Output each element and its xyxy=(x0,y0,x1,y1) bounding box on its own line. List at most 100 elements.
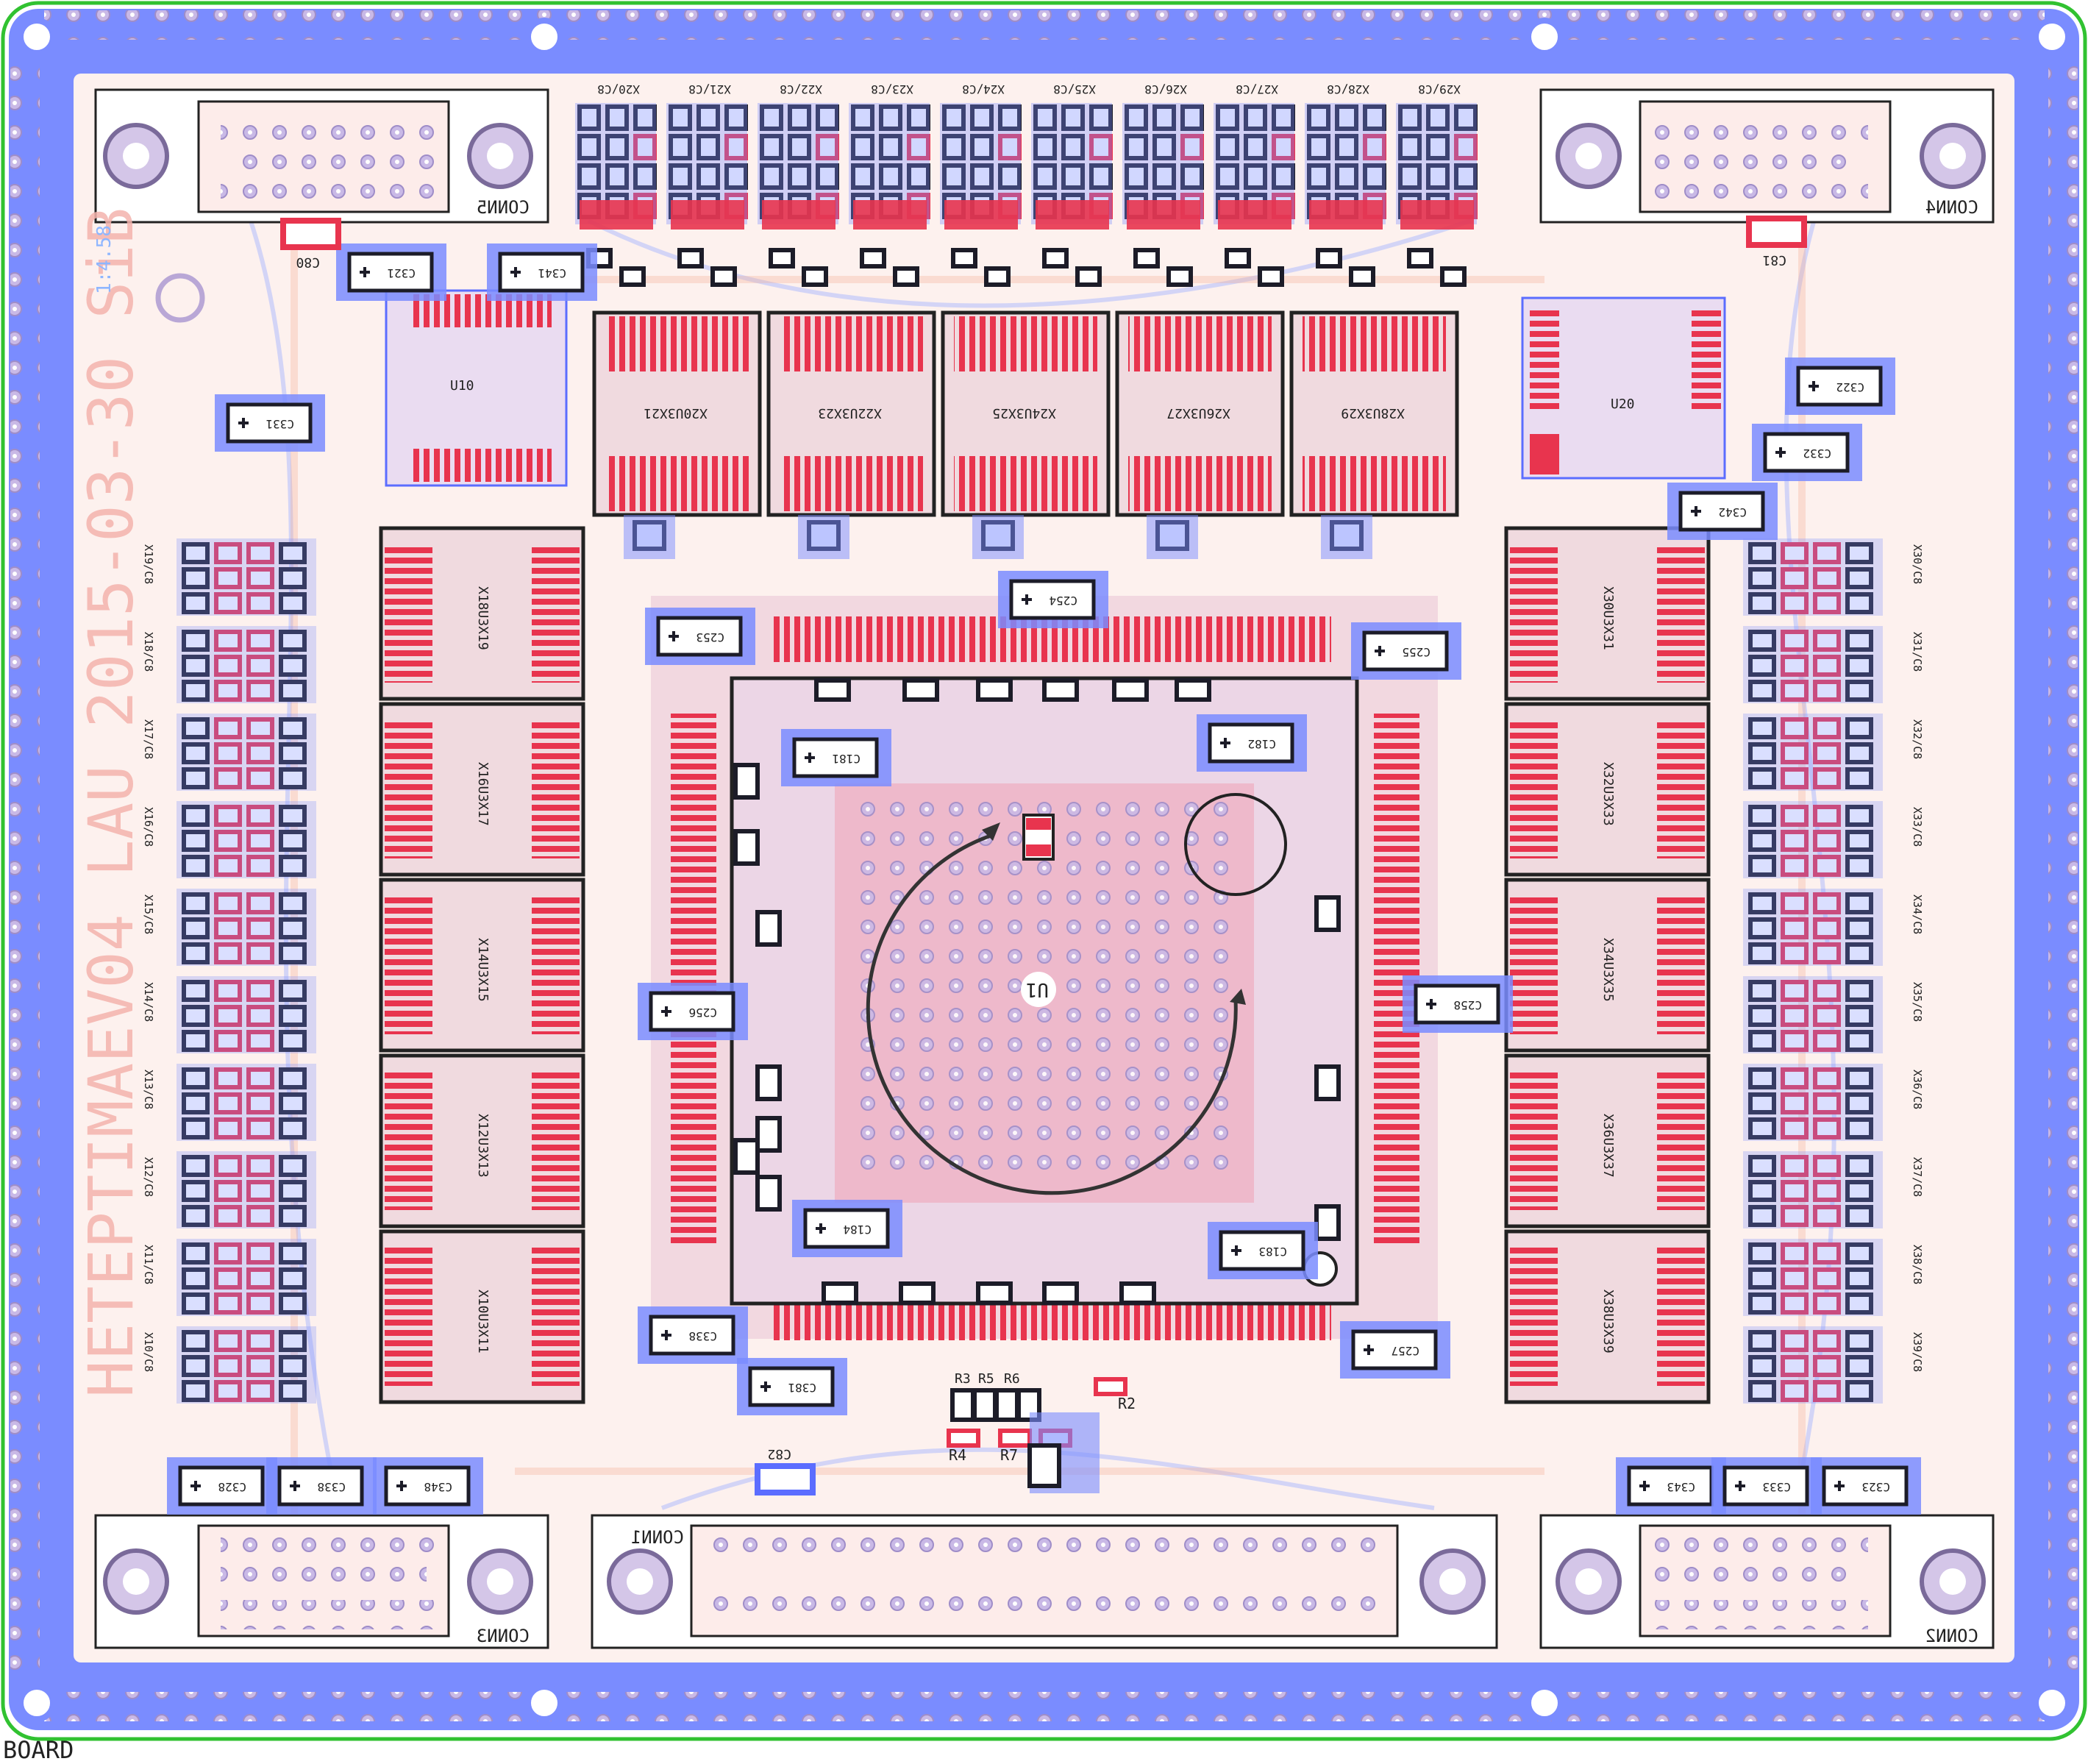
side-passive xyxy=(279,717,307,739)
bulk-cap-c338b xyxy=(277,1465,364,1507)
top-mux-pads-top xyxy=(780,316,923,371)
silk-scale: 1:4.58 xyxy=(93,225,115,294)
side-channel-label: X12/C8 xyxy=(142,1157,155,1197)
side-passive xyxy=(279,855,307,877)
c80-pad xyxy=(280,218,341,250)
side-passive xyxy=(1781,1092,1809,1114)
u10-label: U10 xyxy=(450,378,474,394)
side-passive xyxy=(1845,1067,1873,1089)
bulk-cap-c342-label: C342 xyxy=(1718,505,1747,519)
side-passive xyxy=(214,1067,242,1089)
center-passive-h xyxy=(976,1281,1013,1305)
side-passive xyxy=(1781,1030,1809,1052)
side-passive xyxy=(279,942,307,964)
side-passive xyxy=(1748,1267,1776,1290)
top-passive xyxy=(1152,163,1176,190)
top-passive xyxy=(1061,134,1085,160)
bulk-cap-c254-plus-v xyxy=(1025,594,1028,605)
side-passive xyxy=(1845,1292,1873,1315)
conn1 xyxy=(591,1514,1498,1649)
top-passive xyxy=(1152,104,1176,131)
center-passive xyxy=(755,1116,782,1153)
side-passive xyxy=(246,917,274,939)
side-passive xyxy=(1845,917,1873,939)
top-passive xyxy=(633,163,657,190)
side-passive xyxy=(1748,1330,1776,1352)
top-passive xyxy=(669,163,692,190)
side-passive xyxy=(1781,592,1809,614)
center-passive xyxy=(1314,1064,1341,1101)
bulk-cap-c182-plus-v xyxy=(1224,738,1227,748)
side-passive xyxy=(279,1380,307,1402)
top-channel-label: X25/C8 xyxy=(1053,82,1096,96)
side-passive xyxy=(279,1267,307,1290)
side-channel-label: X35/C8 xyxy=(1911,982,1924,1022)
side-passive xyxy=(182,1180,210,1202)
side-passive xyxy=(182,1267,210,1290)
side-passive xyxy=(214,542,242,564)
top-mux-ic-label: X20U3X21 xyxy=(644,405,708,421)
top-passive xyxy=(970,134,994,160)
side-passive xyxy=(246,1155,274,1177)
side-passive xyxy=(1748,1067,1776,1089)
side-passive xyxy=(1748,1005,1776,1027)
top-channel-label: X28/C8 xyxy=(1327,82,1369,96)
board-label: BOARD xyxy=(3,1736,74,1764)
top-passive xyxy=(907,163,930,190)
bulk-cap-c257-plus-v xyxy=(1367,1345,1370,1355)
top-channel-label: X21/C8 xyxy=(688,82,731,96)
side-mux-pads-left xyxy=(385,543,432,683)
side-passive xyxy=(1781,1267,1809,1290)
side-channel-shadow xyxy=(177,1064,316,1141)
side-channel-label: X13/C8 xyxy=(142,1070,155,1109)
bulk-cap-c253-plus-v xyxy=(672,631,675,641)
top-mux-passive-shadow xyxy=(972,515,1024,559)
bulk-cap-c253-label: C253 xyxy=(696,630,724,644)
side-passive xyxy=(182,680,210,702)
top-passive xyxy=(1398,104,1422,131)
side-passive xyxy=(1748,892,1776,914)
center-passive xyxy=(755,910,782,947)
side-passive xyxy=(279,805,307,827)
side-passive xyxy=(1845,717,1873,739)
side-passive xyxy=(182,980,210,1002)
side-passive xyxy=(1813,542,1841,564)
side-passive xyxy=(1748,1380,1776,1402)
side-passive xyxy=(214,1092,242,1114)
top-channel-copper xyxy=(1036,200,1109,230)
side-passive xyxy=(214,1205,242,1227)
side-mux-pads-right xyxy=(532,895,580,1034)
top-passive xyxy=(1307,163,1330,190)
side-passive xyxy=(1781,655,1809,677)
top-passive xyxy=(577,163,601,190)
top-passive xyxy=(1426,104,1450,131)
conn3 xyxy=(94,1514,549,1649)
r3-label: R3 xyxy=(955,1371,971,1387)
side-passive xyxy=(1781,567,1809,589)
top-passive xyxy=(1033,163,1057,190)
side-mux-ic-label: X36U3X37 xyxy=(1600,1114,1616,1178)
top-channel-copper xyxy=(762,200,835,230)
side-passive xyxy=(214,830,242,852)
side-passive xyxy=(279,1180,307,1202)
side-mux-pads-right xyxy=(532,543,580,683)
top-passive xyxy=(788,104,811,131)
top-passive xyxy=(1454,134,1478,160)
side-mux-pads-left xyxy=(385,1246,432,1386)
side-passive xyxy=(246,1292,274,1315)
top-passive xyxy=(696,134,720,160)
side-passive xyxy=(214,892,242,914)
side-mux-pads-left xyxy=(1510,1246,1558,1386)
bulk-cap-c328-label: C328 xyxy=(218,1480,246,1494)
bulk-cap-c338-label: C338 xyxy=(688,1329,717,1343)
conn2-label: CONN2 xyxy=(1925,1626,1978,1646)
u10-block: U10 xyxy=(385,289,568,487)
side-passive xyxy=(1748,1092,1776,1114)
top-passive xyxy=(907,134,930,160)
side-channel-shadow xyxy=(1743,889,1883,966)
side-passive xyxy=(1781,542,1809,564)
bulk-cap-c331-label: C331 xyxy=(266,417,294,431)
